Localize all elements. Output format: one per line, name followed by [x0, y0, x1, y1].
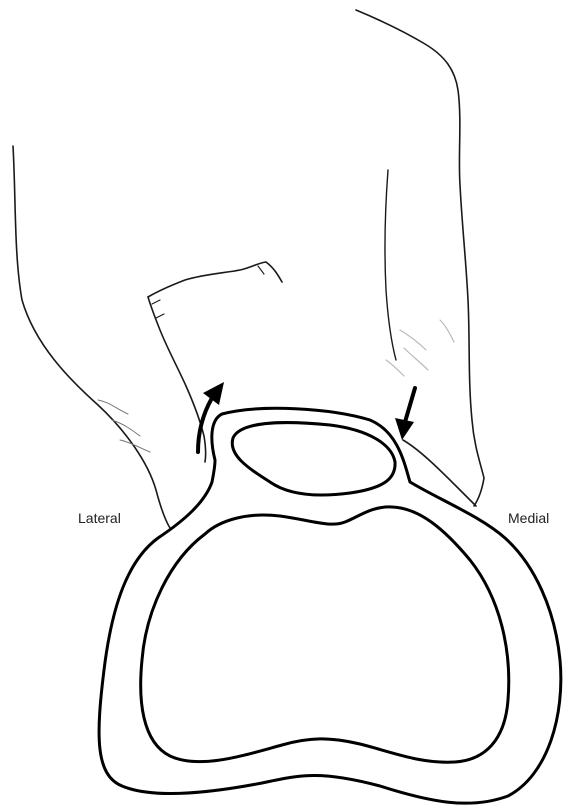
examiner-hand-illustration — [13, 10, 484, 528]
hand-outer-left-contour — [13, 146, 170, 528]
hand-right-inner-contour — [385, 170, 396, 360]
femur-outline — [141, 507, 509, 762]
medial-arrow-head — [395, 418, 414, 440]
patella-outline — [232, 423, 395, 495]
lateral-label: Lateral — [78, 511, 121, 525]
medial-arrow-shaft — [405, 388, 415, 422]
skin-crease-lines-right — [386, 320, 454, 376]
lateral-curved-arrow-head — [203, 382, 224, 405]
medial-label: Medial — [508, 511, 549, 525]
hand-lower-right-contour — [403, 440, 476, 506]
finger-top-contour — [148, 262, 282, 297]
finger-knuckle-lines — [152, 266, 264, 318]
hand-right-upper-contour — [356, 10, 484, 506]
knee-cross-section — [99, 408, 561, 803]
skin-crease-lines-left — [98, 400, 150, 452]
